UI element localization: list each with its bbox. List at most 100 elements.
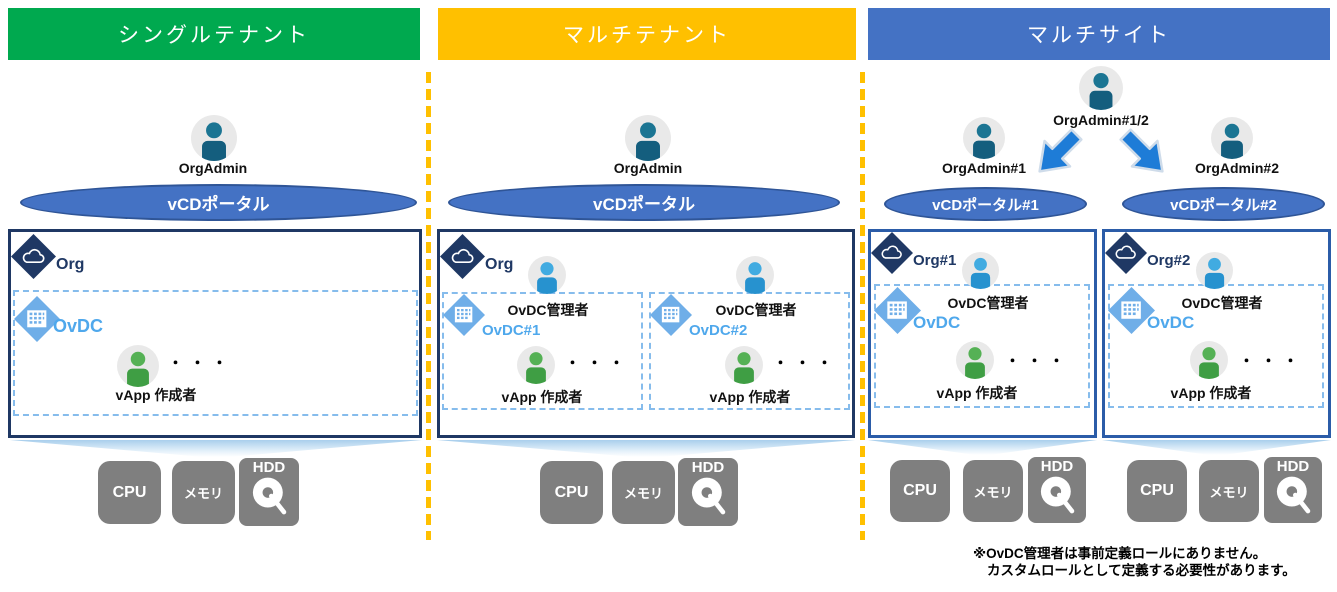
person-icon <box>1199 347 1219 379</box>
hdd-resource: HDD <box>1264 457 1322 523</box>
vcd-portal-label: vCDポータル <box>167 195 270 214</box>
org-admin2-icon <box>1211 117 1253 159</box>
multi-site-header-label: マルチサイト <box>1027 24 1171 47</box>
person-icon <box>202 122 226 161</box>
single-tenant-header-label: シングルテナント <box>118 24 310 47</box>
org-box <box>437 229 855 438</box>
vcd-portal-pill: vCDポータル <box>20 184 417 221</box>
org-admin-label: OrgAdmin <box>613 160 683 176</box>
single-tenant-header: シングルテナント <box>8 8 420 60</box>
person-icon <box>745 262 765 294</box>
org-label: Org <box>56 256 85 273</box>
org-admin1-icon <box>963 117 1005 159</box>
vapp-creator-icon <box>725 346 763 384</box>
hdd-disc-icon <box>1040 476 1075 514</box>
org1-label: Org#1 <box>913 252 957 269</box>
org-box <box>8 229 422 438</box>
vapp-creator-icon <box>1190 341 1228 379</box>
building-icon <box>1121 301 1142 320</box>
building-icon <box>887 301 908 320</box>
ovdc-manager-label: OvDC管理者 <box>1181 295 1263 311</box>
building-icon <box>27 310 47 328</box>
memory-resource: メモリ <box>612 461 675 524</box>
cloud-icon <box>1115 245 1137 260</box>
org-label: Org <box>485 256 514 273</box>
ovdc-label: OvDC <box>913 313 961 332</box>
cpu-resource: CPU <box>540 461 603 524</box>
person-icon <box>526 352 546 384</box>
resource-funnel <box>1102 440 1331 455</box>
person-icon <box>1089 73 1113 110</box>
hdd-label: HDD <box>1040 458 1074 475</box>
vapp-creator-label: vApp 作成者 <box>115 387 197 403</box>
resource-funnel <box>437 440 855 457</box>
vapp-creator-label: vApp 作成者 <box>501 389 583 405</box>
cloud-icon <box>451 248 474 264</box>
vapp-creator-icon <box>117 345 159 387</box>
ovdc2-label: OvDC#2 <box>689 322 748 339</box>
org-admin2-label: OrgAdmin#2 <box>1194 160 1279 176</box>
ellipsis-dots: ・・・ <box>168 355 235 372</box>
person-icon <box>965 347 985 379</box>
cpu-resource: CPU <box>1127 460 1187 522</box>
hdd-disc-icon <box>252 477 287 515</box>
cpu-resource: CPU <box>98 461 161 524</box>
memory-label: メモリ <box>1209 484 1249 500</box>
ellipsis-dots: ・・・ <box>1005 353 1072 370</box>
hdd-resource: HDD <box>1028 457 1086 523</box>
ovdc-manager-label: OvDC管理者 <box>947 295 1029 311</box>
ellipsis-dots: ・・・ <box>1239 353 1306 370</box>
vapp-creator-label: vApp 作成者 <box>709 389 791 405</box>
ovdc-manager-icon <box>1196 252 1233 289</box>
vcd-portal2-label: vCDポータル#2 <box>1170 196 1277 214</box>
cpu-label: CPU <box>903 482 937 499</box>
org-admin-icon <box>625 115 671 161</box>
ovdc-manager-icon <box>736 256 774 294</box>
resource-funnel <box>868 440 1097 455</box>
vapp-creator-icon <box>956 341 994 379</box>
cloud-icon <box>22 248 45 264</box>
org-admin-label: OrgAdmin <box>178 160 248 176</box>
multi-tenant-header-label: マルチテナント <box>563 24 731 47</box>
vcd-portal-pill: vCDポータル <box>448 184 840 221</box>
org-admin-both-label: OrgAdmin#1/2 <box>1053 112 1149 128</box>
memory-resource: メモリ <box>963 460 1023 522</box>
vcd-portal1-pill: vCDポータル#1 <box>884 187 1087 221</box>
footnote-line1: ※OvDC管理者は事前定義ロールにありません。 <box>973 546 1267 561</box>
person-icon <box>127 351 149 387</box>
vapp-creator-icon <box>517 346 555 384</box>
ovdc-box <box>13 290 418 416</box>
cpu-resource: CPU <box>890 460 950 522</box>
multi-site-header: マルチサイト <box>868 8 1330 60</box>
memory-label: メモリ <box>183 486 223 501</box>
person-icon <box>636 122 660 161</box>
memory-label: メモリ <box>973 484 1013 500</box>
column-divider-2 <box>860 72 865 540</box>
cpu-label: CPU <box>554 483 589 501</box>
vapp-creator-label: vApp 作成者 <box>936 385 1018 401</box>
building-icon <box>455 307 473 323</box>
cpu-label: CPU <box>1140 482 1174 499</box>
hdd-resource: HDD <box>678 458 738 526</box>
ellipsis-dots: ・・・ <box>565 355 632 372</box>
ovdc-manager-label: OvDC管理者 <box>715 302 797 318</box>
resource-funnel <box>10 440 422 457</box>
person-icon <box>734 352 754 384</box>
cpu-label: CPU <box>112 483 147 501</box>
hdd-disc-icon <box>1276 476 1311 514</box>
memory-label: メモリ <box>623 486 663 501</box>
person-icon <box>1204 257 1225 289</box>
arrow-down-right-icon <box>1108 117 1180 189</box>
building-icon <box>662 307 680 323</box>
person-icon <box>537 262 557 294</box>
person-icon <box>973 123 995 159</box>
hdd-label: HDD <box>1276 458 1310 475</box>
vcd-portal2-pill: vCDポータル#2 <box>1122 187 1325 221</box>
org2-label: Org#2 <box>1147 252 1191 269</box>
hdd-label: HDD <box>691 459 725 476</box>
memory-resource: メモリ <box>172 461 235 524</box>
hdd-label: HDD <box>252 459 286 476</box>
footnote: ※OvDC管理者は事前定義ロールにありません。 カスタムロールとして定義する必要… <box>973 545 1296 579</box>
cloud-icon <box>881 245 903 260</box>
person-icon <box>1221 123 1243 159</box>
